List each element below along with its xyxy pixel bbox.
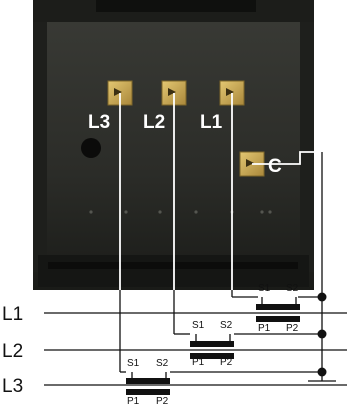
device-wires: [119, 93, 322, 290]
ct-bar-bottom: [126, 389, 170, 395]
ct-L2-p2: P2: [220, 357, 233, 368]
ct-bar-top: [256, 304, 300, 310]
ct-L1-p1: P1: [258, 323, 271, 334]
device-top-slot: [96, 0, 256, 12]
ct-L1: S1 S2 P1 P2: [256, 283, 300, 334]
terminal-label-C: C: [268, 156, 282, 177]
line-label-L3: L3: [2, 376, 23, 397]
junction-dot: [317, 367, 327, 377]
ct-L2: S1 S2 P1 P2: [190, 320, 234, 368]
line-label-L2: L2: [2, 341, 23, 362]
ct-L3-p1: P1: [127, 396, 140, 407]
junction-dots: [317, 292, 327, 377]
ct-L3-s2: S2: [156, 358, 169, 369]
terminal-label-L2: L2: [143, 112, 165, 133]
phase-lines: [44, 312, 347, 386]
ct-bar-bottom: [256, 316, 300, 322]
ct-L3-s1: S1: [127, 358, 140, 369]
ct-L2-s2: S2: [220, 320, 233, 331]
screw-icon: [246, 159, 254, 167]
junction-dot: [317, 329, 327, 339]
device-right-edge: [300, 22, 314, 272]
ct-L1-p2: P2: [286, 323, 299, 334]
ct-L1-s1: S1: [258, 283, 271, 294]
ct-bar-top: [126, 378, 170, 384]
ct-L3: S1 S2 P1 P2: [126, 358, 170, 407]
device-left-edge: [33, 22, 47, 272]
junction-dot: [317, 292, 327, 302]
terminal-label-L3: L3: [88, 112, 110, 133]
line-label-L1: L1: [2, 304, 23, 325]
ct-bar-top: [190, 341, 234, 347]
screw-icon: [114, 88, 122, 96]
screw-icon: [168, 88, 176, 96]
ct-bar-bottom: [190, 353, 234, 359]
ct-L3-p2: P2: [156, 396, 169, 407]
screw-icon: [226, 88, 234, 96]
ct-L1-s2: S2: [286, 283, 299, 294]
device-bottom-slot: [48, 262, 298, 269]
terminal-label-L1: L1: [200, 112, 223, 133]
secondary-wires: [119, 152, 336, 382]
ct-L2-p1: P1: [192, 357, 205, 368]
device-hole: [81, 138, 101, 158]
ct-L2-s1: S1: [192, 320, 205, 331]
